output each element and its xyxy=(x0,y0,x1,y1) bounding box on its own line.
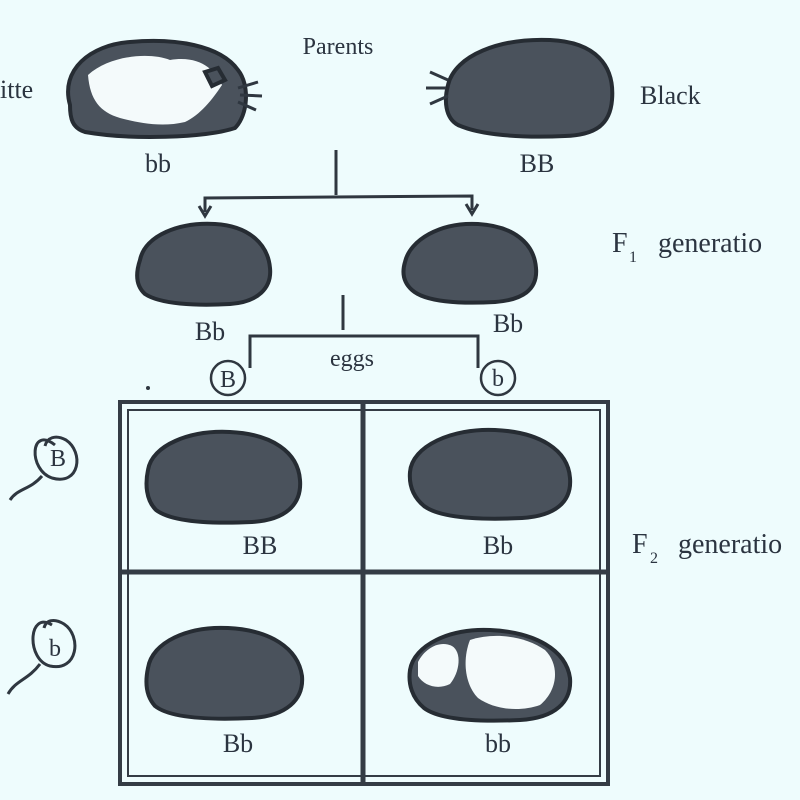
f1-subscript: 1 xyxy=(629,249,637,266)
punnett-cell-bb-dominant: BB xyxy=(144,429,303,560)
parent-cross-arrowheads xyxy=(197,203,480,219)
egg-b-recessive: b xyxy=(492,366,504,392)
egg-b-dominant-circle xyxy=(209,359,247,397)
f1-right-genotype: Bb xyxy=(493,309,523,338)
svg-text:b: b xyxy=(49,636,61,662)
cell-genotype: Bb xyxy=(483,531,513,560)
cell-genotype: bb xyxy=(485,729,511,758)
egg-b-recessive-circle xyxy=(479,359,517,397)
f2-f-letter: F xyxy=(632,529,648,560)
punnett-cell-bb-heterozygous-top: Bb xyxy=(407,427,573,560)
ink-dot xyxy=(146,386,150,390)
punnett-cell-bb-recessive: bb xyxy=(407,627,573,758)
f1-left-genotype: Bb xyxy=(195,317,225,346)
parent-white-genotype: bb xyxy=(145,149,171,178)
svg-text:B: B xyxy=(50,446,66,472)
f1-cross-lines xyxy=(248,295,480,368)
f2-generation-label: generatio xyxy=(678,529,782,560)
f2-subscript: 2 xyxy=(650,550,658,567)
f1-right-guinea-pig xyxy=(401,221,539,305)
sperm-b-dominant: B xyxy=(8,435,79,501)
sperm-b-recessive: b xyxy=(6,619,77,695)
f1-left-guinea-pig xyxy=(135,221,273,307)
punnett-cell-bb-heterozygous-bottom: Bb xyxy=(144,625,305,758)
black-label: Black xyxy=(640,81,701,110)
egg-b-dominant: B xyxy=(220,367,236,393)
cell-genotype: Bb xyxy=(223,729,253,758)
eggs-label: eggs xyxy=(330,346,374,372)
f1-generation-label: generatio xyxy=(658,228,762,259)
parent-black-genotype: BB xyxy=(520,149,555,178)
parents-label: Parents xyxy=(303,34,374,60)
white-label: itte xyxy=(0,75,33,104)
parent-cross-lines xyxy=(203,150,474,212)
cell-genotype: BB xyxy=(243,531,278,560)
parent-white-guinea-pig xyxy=(66,38,263,139)
f1-f-letter: F xyxy=(612,228,628,259)
punnett-square: BB Bb Bb bb xyxy=(118,400,610,786)
parent-black-guinea-pig xyxy=(426,37,615,139)
